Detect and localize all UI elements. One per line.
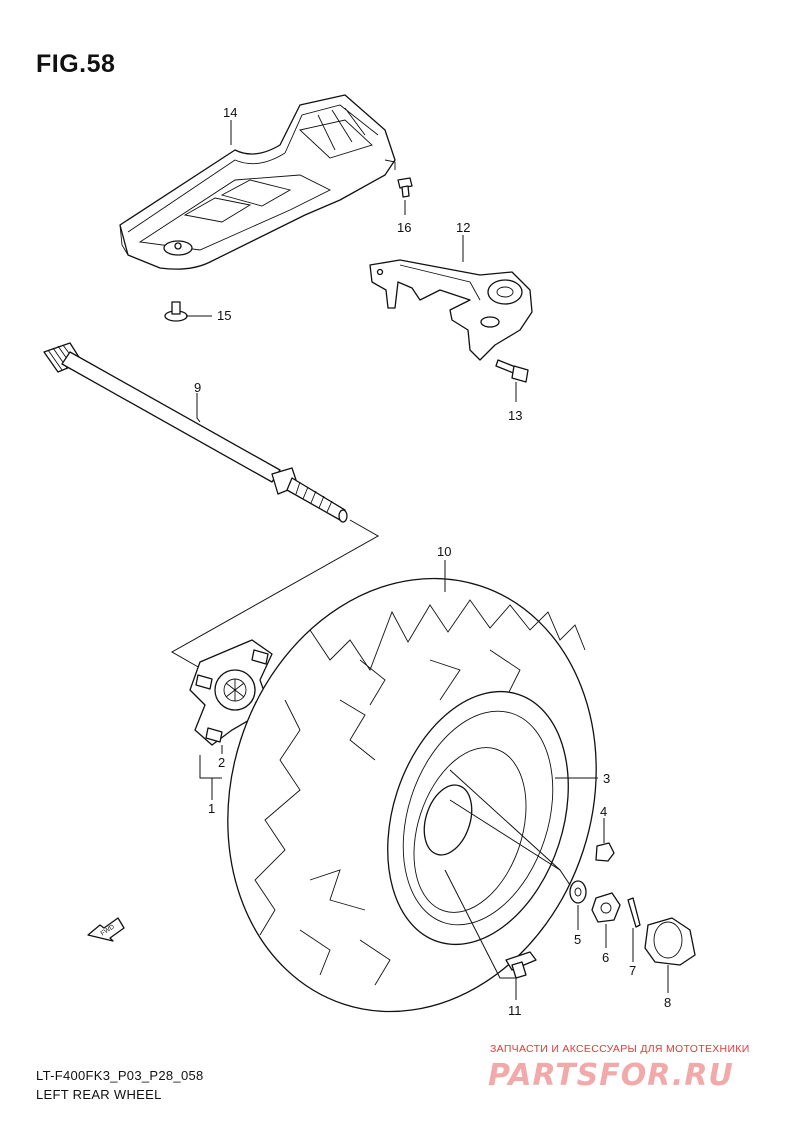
hub-cap-part-8 xyxy=(644,917,696,966)
model-code-caption: LT-F400FK3_P03_P28_058 xyxy=(36,1068,204,1083)
fwd-arrow-icon: FWD xyxy=(87,917,125,942)
callout-15: 15 xyxy=(217,308,231,323)
callout-8: 8 xyxy=(664,995,671,1010)
callout-2: 2 xyxy=(218,755,225,770)
callout-12: 12 xyxy=(456,220,470,235)
section-title-caption: LEFT REAR WHEEL xyxy=(36,1087,162,1102)
callout-13: 13 xyxy=(508,408,522,423)
castle-nut-part-6 xyxy=(591,892,621,923)
leader-lines xyxy=(186,120,669,1000)
callout-10: 10 xyxy=(437,544,451,559)
bolt-part-16 xyxy=(397,177,413,198)
callout-16: 16 xyxy=(397,220,411,235)
washer-part-5 xyxy=(569,880,587,904)
callout-4: 4 xyxy=(600,804,607,819)
callout-5: 5 xyxy=(574,932,581,947)
bracket-part-12 xyxy=(369,259,533,361)
callout-7: 7 xyxy=(629,963,636,978)
callout-9: 9 xyxy=(194,380,201,395)
nut-part-4 xyxy=(595,842,615,862)
shaft-to-hub-leader xyxy=(170,519,380,669)
bolt-part-15 xyxy=(164,301,188,322)
callout-1: 1 xyxy=(208,801,215,816)
cotter-pin-part-7 xyxy=(627,897,641,928)
figure-title: FIG.58 xyxy=(36,50,116,78)
callout-3: 3 xyxy=(603,771,610,786)
callout-14: 14 xyxy=(223,105,237,120)
skid-plate-part-14 xyxy=(119,94,396,270)
watermark-tagline: ЗАПЧАСТИ И АКСЕССУАРЫ ДЛЯ МОТОТЕХНИКИ xyxy=(490,1043,750,1055)
axle-shaft-part-9 xyxy=(43,342,348,523)
callout-11: 11 xyxy=(508,1003,522,1018)
watermark-logo: PARTSFOR.RU xyxy=(488,1058,734,1093)
bolt-part-13 xyxy=(495,359,529,383)
callout-6: 6 xyxy=(602,950,609,965)
valve-stem-part-11 xyxy=(505,951,537,979)
wheel-hub-part-1 xyxy=(189,639,273,746)
